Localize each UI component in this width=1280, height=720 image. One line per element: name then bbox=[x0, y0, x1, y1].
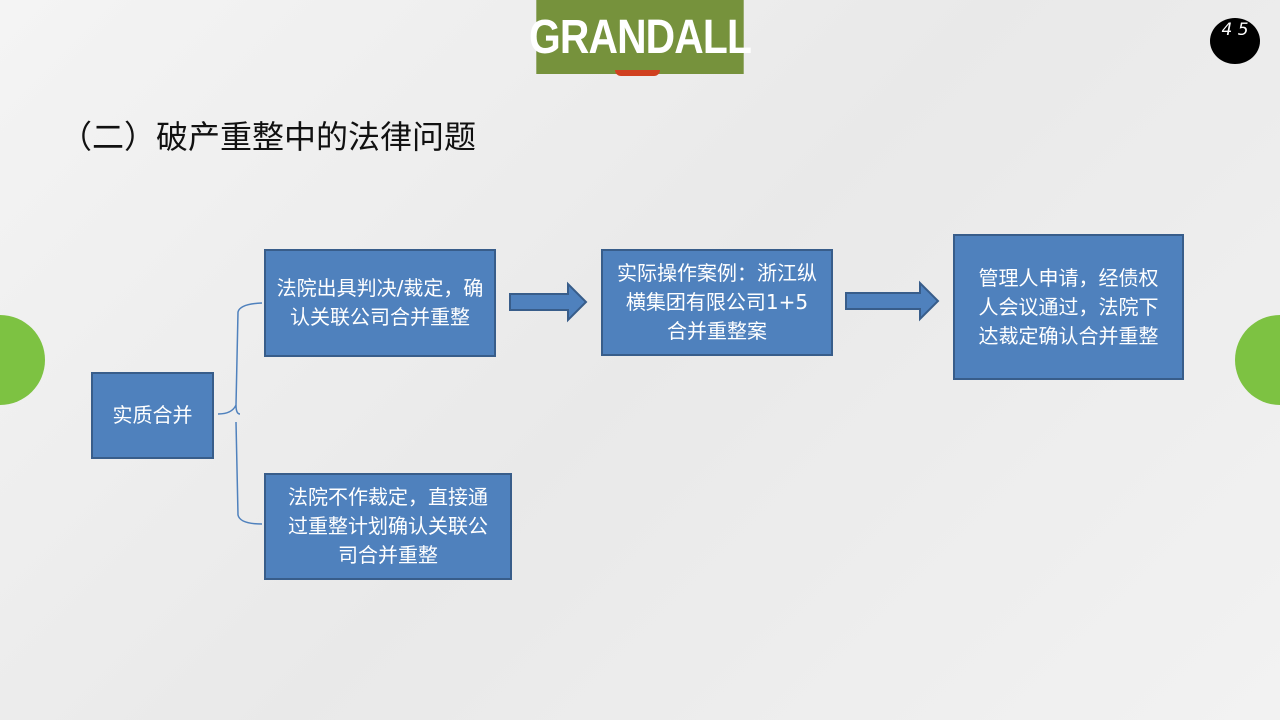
root-box: 实质合并 bbox=[91, 372, 214, 459]
branch-bottom-box: 法院不作裁定，直接通过重整计划确认关联公司合并重整 bbox=[264, 473, 512, 580]
arrow-1 bbox=[509, 281, 588, 323]
slide-title: （二）破产重整中的法律问题 bbox=[60, 118, 477, 156]
brace-connector bbox=[217, 302, 263, 525]
page-number: 4 5 bbox=[1210, 18, 1260, 64]
case-box: 实际操作案例：浙江纵横集团有限公司1+5合并重整案 bbox=[601, 249, 833, 356]
branch-top-box: 法院出具判决/裁定，确认关联公司合并重整 bbox=[264, 249, 496, 357]
grandall-logo: GRANDALL bbox=[529, 0, 752, 74]
logo-accent bbox=[615, 70, 660, 76]
arrow-2 bbox=[845, 280, 940, 322]
result-box: 管理人申请，经债权人会议通过，法院下达裁定确认合并重整 bbox=[953, 234, 1184, 380]
